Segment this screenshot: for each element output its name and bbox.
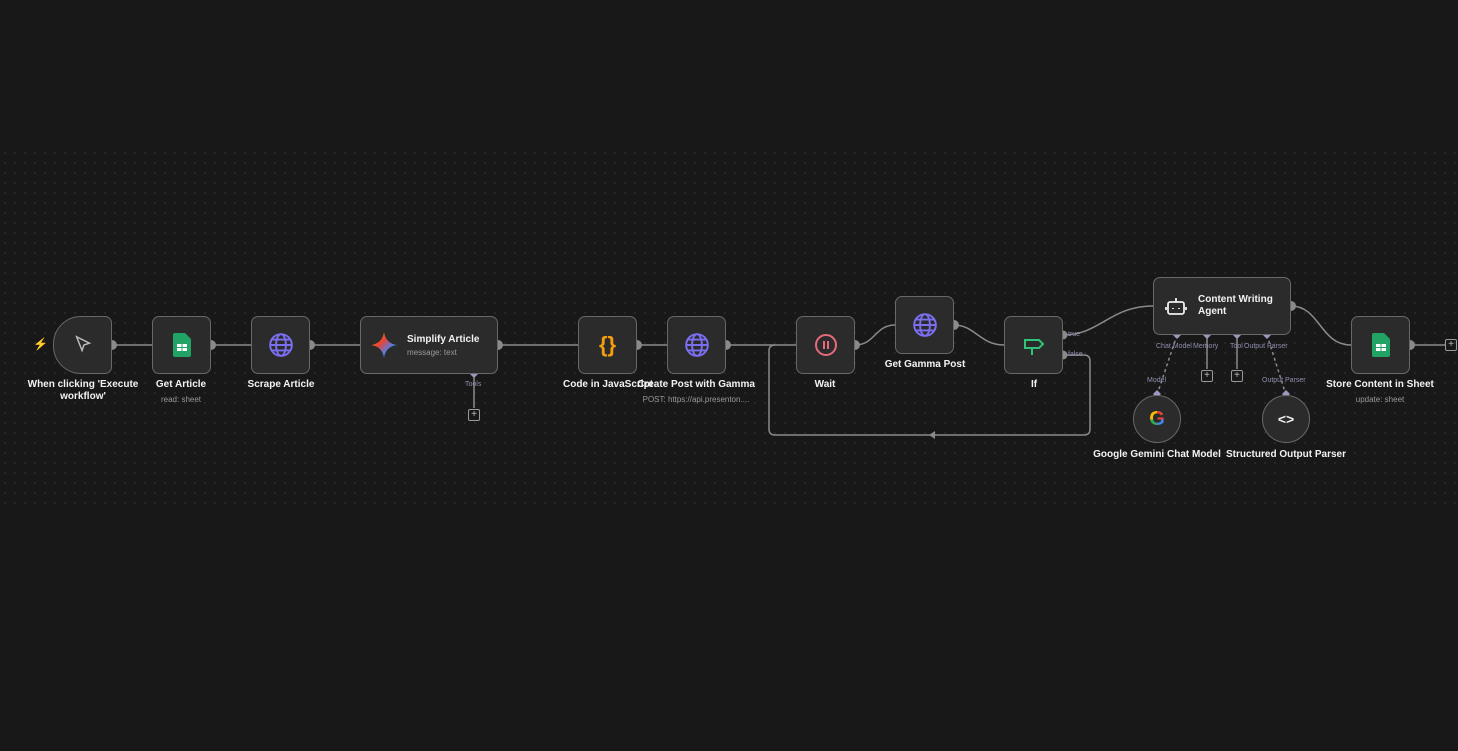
code-brackets-icon: <> [1277,411,1295,427]
edge [854,324,896,346]
add-tool-button[interactable]: + [468,409,480,421]
edge-dashed [1266,334,1287,396]
node-trigger[interactable] [53,316,112,374]
port-false-label: false [1068,351,1083,358]
node-simplify-article[interactable]: Simplify Article message: text [360,316,498,374]
add-memory-button[interactable]: + [1201,370,1213,382]
globe-icon [268,333,293,357]
node-subtitle: POST: https://api.presenton.... [642,395,750,404]
node-store-content[interactable] [1351,316,1410,374]
node-content-writing-agent[interactable]: Content Writing Agent [1153,277,1291,335]
node-label: Google Gemini Chat Model [1093,449,1221,460]
node-label: Structured Output Parser [1225,449,1347,460]
port-label: Model [1147,377,1167,384]
node-label: Get Article [155,379,207,390]
globe-icon [912,313,937,337]
robot-icon [1165,298,1187,315]
edge [1290,305,1352,346]
node-structured-output-parser[interactable]: <> [1262,395,1310,443]
edge [1062,305,1154,336]
code-braces-icon: {} [598,332,617,357]
node-label: If [1030,379,1038,390]
node-code-js[interactable]: {} [578,316,637,374]
edge-loop [768,344,1091,436]
node-label: When clicking 'Execute workflow' [27,379,139,402]
node-create-post[interactable] [667,316,726,374]
node-subtitle: message: text [407,347,457,357]
globe-icon [684,333,709,357]
port-true-label: true [1068,331,1081,338]
pause-icon [814,334,837,356]
port-tool: Tool [1230,343,1243,350]
node-subtitle: update: sheet [1355,395,1405,404]
google-sheets-icon [1371,333,1390,357]
node-label: Code in JavaScript [562,379,654,390]
add-tool-button[interactable]: + [1231,370,1243,382]
node-label: Scrape Article [247,379,315,390]
edge-dashed [1156,334,1178,396]
port-output-parser: Output Parser [1244,343,1288,350]
signpost-icon [1023,339,1044,355]
google-sheets-icon [172,333,191,357]
node-label: Content Writing Agent [1198,294,1273,317]
edge [953,324,1005,346]
port-label: Output Parser [1262,377,1306,384]
gemini-icon [371,332,397,358]
node-if[interactable] [1004,316,1063,374]
cursor-icon [74,335,91,353]
node-subtitle: read: sheet [160,395,202,404]
node-label: Get Gamma Post [884,359,966,370]
node-scrape-article[interactable] [251,316,310,374]
port-chat-model: Chat Model [1156,343,1192,350]
node-wait[interactable] [796,316,855,374]
node-get-article[interactable] [152,316,211,374]
node-label: Create Post with Gamma [637,379,755,390]
node-label: Store Content in Sheet [1326,379,1434,390]
node-label: Simplify Article [407,333,480,345]
node-get-gamma-post[interactable] [895,296,954,354]
port-memory: Memory [1193,343,1219,350]
port-label: Tools [465,381,482,388]
node-label: Wait [814,379,836,390]
add-node-button[interactable]: + [1445,339,1457,351]
trigger-bolt-icon: ⚡ [33,337,48,351]
google-icon: G [1149,407,1165,430]
node-gemini-chat-model[interactable]: G [1133,395,1181,443]
